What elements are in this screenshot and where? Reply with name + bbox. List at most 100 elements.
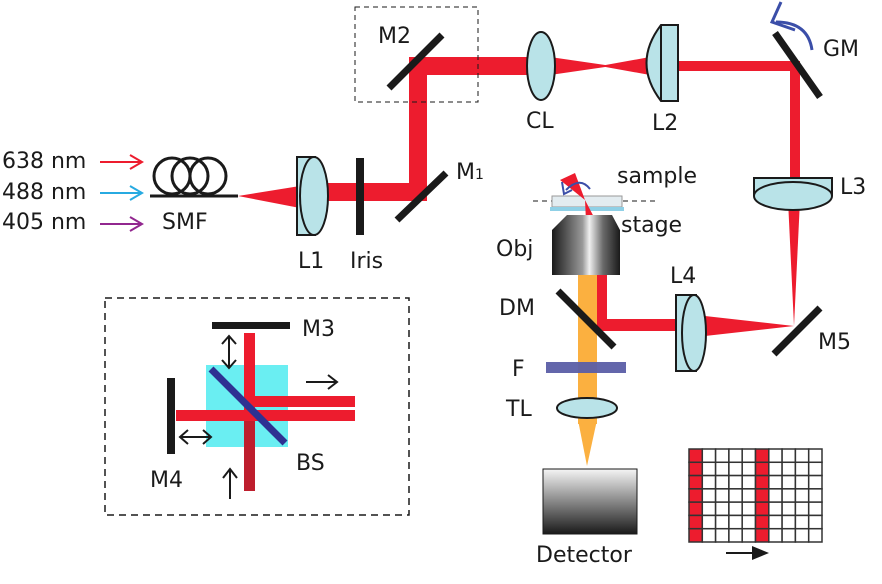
wavelength-label-405: 405 nm [2, 210, 86, 235]
detector-label: Detector [536, 543, 633, 568]
rotation-arrow-icon [775, 20, 814, 51]
pixel-cell-highlighted [754, 461, 770, 477]
pixel-cell [728, 514, 743, 530]
stage-label: stage [621, 213, 682, 238]
pixel-cell-highlighted [688, 448, 704, 464]
output-direction-arrow-icon [306, 374, 339, 390]
pixel-cell [768, 488, 783, 503]
pixel-cell-highlighted [688, 527, 704, 543]
m4-label: M4 [150, 468, 183, 493]
pixel-cell-highlighted [754, 448, 770, 464]
mirror-m5 [771, 305, 823, 357]
beam-diverging-l1 [238, 186, 300, 208]
arrow-488-icon [100, 185, 144, 201]
inset-beam-input [244, 421, 255, 491]
pixel-cell-highlighted [754, 527, 770, 543]
beam-m5-to-l4 [705, 316, 794, 336]
beam-gm-to-l3 [790, 61, 800, 179]
arrow-638-icon [100, 154, 144, 170]
pixel-cell [807, 448, 823, 464]
gm-label: GM [823, 37, 859, 62]
pixel-cell [781, 501, 797, 517]
l1-label: L1 [298, 249, 324, 274]
f-label: F [512, 357, 525, 382]
pixel-cell [794, 527, 810, 543]
dichroic-mirror-dm [555, 288, 617, 350]
pixel-cell-highlighted [688, 474, 704, 490]
pixel-cell [781, 448, 797, 464]
m1-label: M1 [456, 160, 484, 185]
pixel-cell [794, 461, 810, 477]
pixel-cell [714, 474, 730, 490]
pixel-cell [701, 514, 717, 530]
pixel-cell-highlighted [688, 488, 704, 503]
pixel-cell [768, 448, 783, 464]
pixel-cell [741, 461, 757, 477]
galvo-mirror-gm [772, 30, 823, 100]
pixel-cell [741, 474, 757, 490]
m3-translation-arrow-icon [221, 334, 237, 370]
arrow-405-icon [100, 216, 144, 232]
pixel-cell [768, 474, 783, 490]
pixel-cell-highlighted [754, 501, 770, 517]
m5-label: M5 [818, 330, 851, 355]
pixel-cell [728, 448, 743, 464]
inset-beam-vertical-m3 [244, 333, 255, 410]
pixel-cell [701, 448, 717, 464]
bs-label: BS [296, 451, 325, 476]
iris-label: Iris [350, 249, 383, 274]
pixel-cell [768, 527, 783, 543]
m2-label: M2 [378, 24, 411, 49]
cl-label: CL [526, 109, 554, 134]
beam-l1-to-m1 [320, 183, 425, 201]
wavelength-input-488: 488 nm [2, 180, 144, 205]
pixel-cell [728, 488, 743, 503]
iris [356, 158, 364, 235]
pixel-cell [768, 461, 783, 477]
cylindrical-lens-cl [526, 31, 556, 101]
pixel-cell [807, 527, 823, 543]
pixel-cell [728, 527, 743, 543]
inset-beam-output-upper [250, 396, 355, 407]
detector-icon [542, 468, 638, 535]
pixel-cell [768, 514, 783, 530]
l3-label: L3 [840, 175, 866, 200]
pixel-cell [807, 501, 823, 517]
pixel-cell [714, 461, 730, 477]
sample-beam-in [560, 173, 585, 200]
smf-label: SMF [162, 210, 208, 235]
m2-highlight-box [354, 6, 479, 103]
lens-l3 [753, 177, 833, 211]
pixel-cell [794, 448, 810, 464]
pixel-cell [714, 488, 730, 503]
mirror-m1 [394, 170, 449, 223]
sample-label: sample [617, 164, 697, 189]
pixel-cell-highlighted [688, 501, 704, 517]
pixel-cell [794, 514, 810, 530]
pixel-cell [781, 488, 797, 503]
single-mode-fiber-icon [150, 156, 238, 198]
beam-dm-to-obj [596, 274, 607, 331]
pixel-cell [794, 501, 810, 517]
tube-lens-tl [556, 397, 618, 419]
fluorescence-beam-lower [578, 414, 597, 424]
pixel-cell [741, 527, 757, 543]
pixel-cell [701, 501, 717, 517]
input-direction-arrow-icon [222, 467, 238, 499]
pixel-cell-highlighted [754, 514, 770, 530]
inset-beam-horizontal-m4 [176, 410, 355, 421]
lens-l4 [675, 294, 707, 372]
pixel-cell [701, 527, 717, 543]
l4-label: L4 [670, 264, 696, 289]
sample-rotation-arrowhead-icon [561, 181, 573, 196]
pixel-cell [741, 514, 757, 530]
mirror-m3 [212, 322, 290, 329]
fluorescence-beam [578, 274, 597, 414]
scan-direction-arrow-icon [726, 546, 769, 560]
wavelength-label-638: 638 nm [2, 149, 86, 174]
pixel-cell [768, 501, 783, 517]
beam-l3-to-m5 [788, 200, 800, 326]
pixel-cell [714, 514, 730, 530]
beam-splitter-plate [208, 366, 288, 446]
